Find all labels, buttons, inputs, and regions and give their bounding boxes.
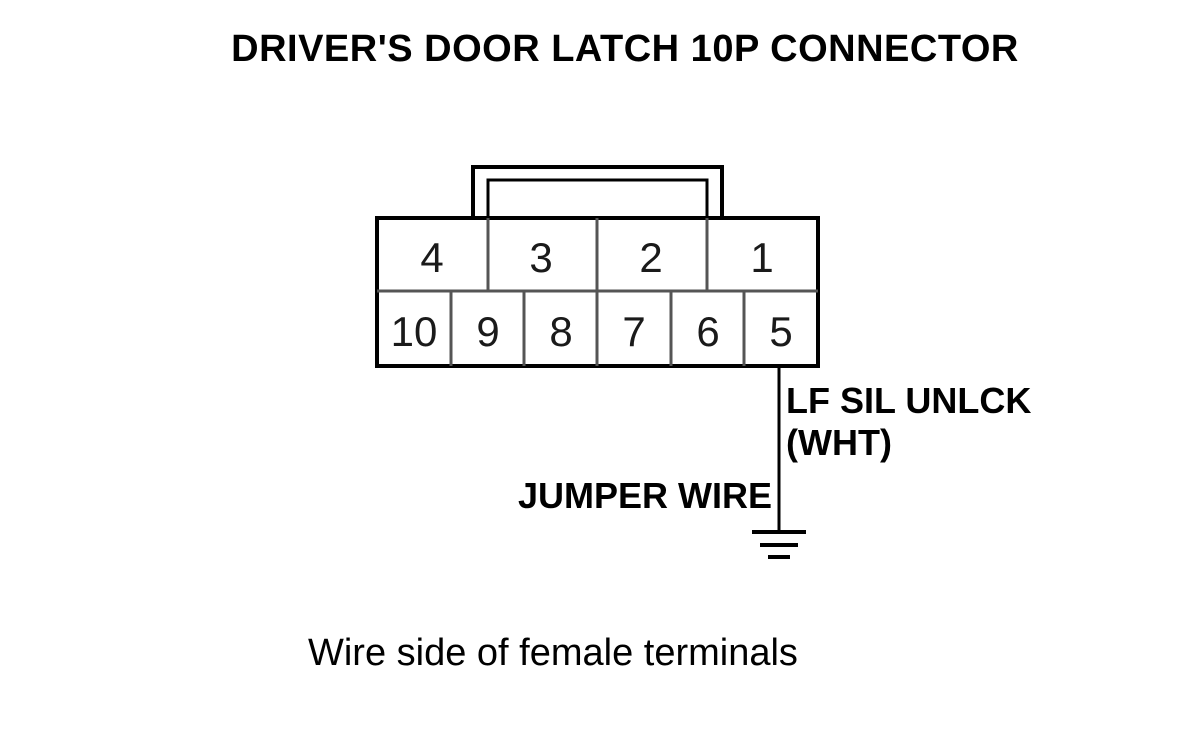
pin-7-label: 7: [622, 308, 645, 355]
pin-8-label: 8: [549, 308, 572, 355]
top-row-dividers: [486, 218, 709, 291]
pin-5-label: 5: [769, 308, 792, 355]
diagram-title: DRIVER'S DOOR LATCH 10P CONNECTOR: [231, 28, 1019, 70]
pin-1-label: 1: [750, 234, 773, 281]
ground-symbol-icon: [752, 530, 806, 559]
pin-10-label: 10: [391, 308, 438, 355]
pin-3-label: 3: [529, 234, 552, 281]
pin-6-label: 6: [696, 308, 719, 355]
pin-9-label: 9: [476, 308, 499, 355]
bottom-row-dividers: [449, 291, 746, 366]
wire-circuit-label: LF SIL UNLCK: [786, 380, 1031, 421]
pin-4-label: 4: [420, 234, 443, 281]
diagram-caption: Wire side of female terminals: [308, 632, 798, 674]
pin-2-label: 2: [639, 234, 662, 281]
wire-color-label: (WHT): [786, 422, 892, 463]
connector-lock-tab: [471, 165, 724, 218]
jumper-wire-label: JUMPER WIRE: [518, 475, 772, 516]
